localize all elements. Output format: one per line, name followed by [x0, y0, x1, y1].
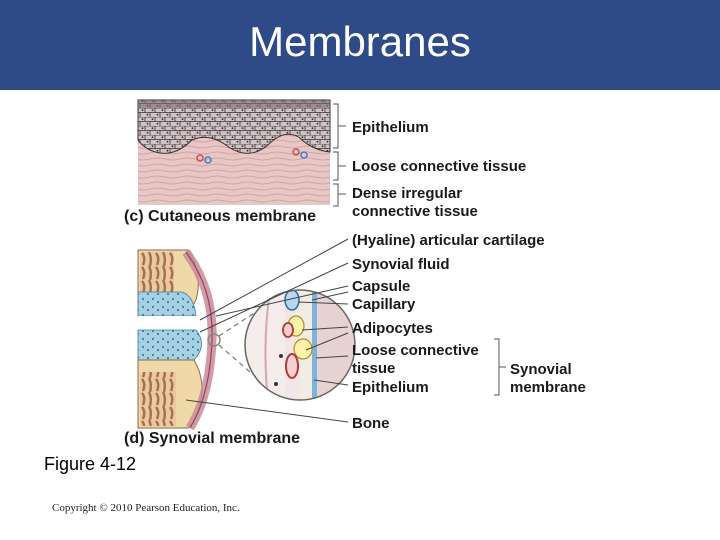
synovial-membrane-bracket	[494, 338, 506, 396]
synovial-leader-lines	[185, 238, 349, 423]
label-loose-ct-line2: tissue	[352, 360, 395, 377]
label-capsule: Capsule	[352, 278, 410, 295]
label-articular-cartilage: (Hyaline) articular cartilage	[352, 232, 545, 249]
label-cutaneous-dense-line1: Dense irregular	[352, 185, 462, 202]
magnification-guides	[218, 307, 263, 373]
title-bar	[0, 0, 720, 90]
label-capillary: Capillary	[352, 296, 416, 313]
label-loose-ct-line1: Loose connective	[352, 342, 479, 359]
label-cutaneous-epithelium: Epithelium	[352, 119, 429, 136]
synovial-caption: (d) Synovial membrane	[124, 430, 300, 447]
label-synovial-epithelium: Epithelium	[352, 379, 429, 396]
cutaneous-brackets	[333, 103, 346, 207]
label-synovial-membrane-line1: Synovial	[510, 361, 572, 378]
magnified-synovial-membrane	[244, 289, 356, 401]
copyright-notice: Copyright © 2010 Pearson Education, Inc.	[52, 502, 240, 514]
cutaneous-caption: (c) Cutaneous membrane	[124, 208, 316, 225]
label-bone: Bone	[352, 415, 390, 432]
figure-label: Figure 4-12	[44, 454, 137, 474]
slide-title: Membranes	[249, 18, 471, 65]
cutaneous-illustration	[137, 99, 331, 205]
synovial-joint-illustration	[137, 249, 221, 431]
label-cutaneous-dense-line2: connective tissue	[352, 203, 478, 220]
label-cutaneous-loose-ct: Loose connective tissue	[352, 158, 526, 175]
label-adipocytes: Adipocytes	[352, 320, 433, 337]
label-synovial-fluid: Synovial fluid	[352, 256, 450, 273]
label-synovial-membrane-line2: membrane	[510, 379, 586, 396]
